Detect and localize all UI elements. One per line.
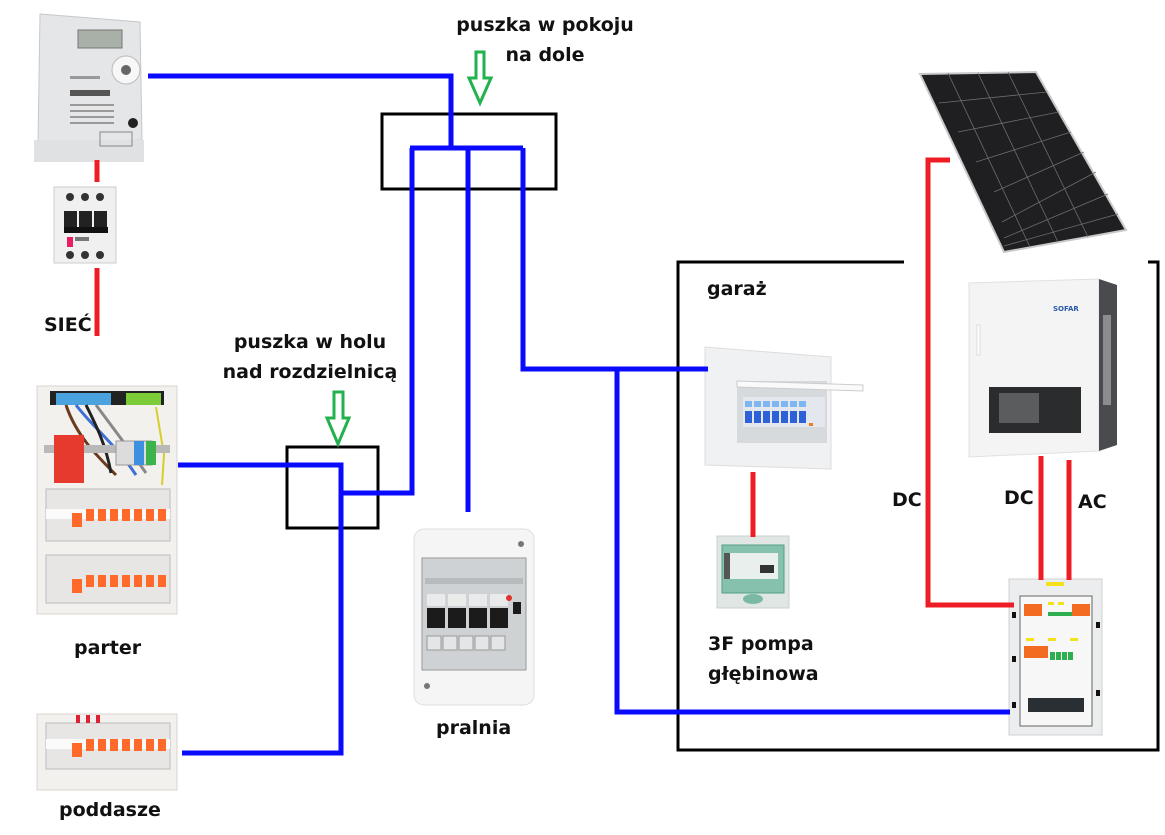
ac-wires <box>148 73 1010 756</box>
wire-room-box-to-hall-box <box>343 148 415 496</box>
label-junction-room-line1: puszka w pokoju <box>456 14 634 36</box>
distribution-board-icon <box>704 346 864 470</box>
label-junction-room: puszka w pokoju na dole <box>445 13 645 67</box>
solar-wires <box>94 157 1072 608</box>
wire-room-box-to-garage <box>520 148 708 372</box>
arrow-down-icon <box>324 390 352 448</box>
distribution-board-icon <box>36 385 178 615</box>
distribution-board-icon <box>36 713 178 791</box>
solar-inverter-icon: SOFAR <box>968 278 1117 458</box>
wire-meter-to-room-box <box>148 73 454 147</box>
wire-garage-to-switchgear <box>614 369 1010 715</box>
label-laundry: pralnia <box>436 717 512 739</box>
wire-panel-dc-to-switchgear <box>925 157 1014 608</box>
label-junction-hall-line2: nad rozdzielnicą <box>222 361 398 383</box>
arrow-down-icon <box>466 50 494 107</box>
label-garage: garaż <box>707 278 767 300</box>
label-pump-line1: 3F pompa <box>708 633 814 655</box>
label-grid: SIEĆ <box>44 314 92 336</box>
garage-frame <box>676 260 1160 752</box>
label-junction-hall: puszka w holu nad rozdzielnicą <box>205 330 415 384</box>
label-dc-panel: DC <box>892 489 922 511</box>
label-pump-line2: głębinowa <box>708 663 819 685</box>
svg-text:SOFAR: SOFAR <box>1053 305 1079 313</box>
label-junction-room-line2: na dole <box>505 44 585 66</box>
wire-parter-to-hall-box <box>178 462 344 756</box>
three-pole-breaker-icon <box>53 186 117 264</box>
distribution-board-icon <box>413 528 535 706</box>
label-ac-inverter: AC <box>1078 491 1107 513</box>
pv-switchgear-icon <box>1008 578 1103 736</box>
label-attic: poddasze <box>59 799 161 821</box>
label-dc-inverter: DC <box>1004 487 1034 509</box>
label-junction-hall-line1: puszka w holu <box>233 331 387 353</box>
electricity-meter-icon <box>34 13 144 162</box>
label-ground-floor: parter <box>74 637 142 659</box>
solar-panel-icon <box>918 70 1128 254</box>
label-pump: 3F pompa głębinowa <box>708 632 819 686</box>
junction-box-hall <box>285 445 380 530</box>
